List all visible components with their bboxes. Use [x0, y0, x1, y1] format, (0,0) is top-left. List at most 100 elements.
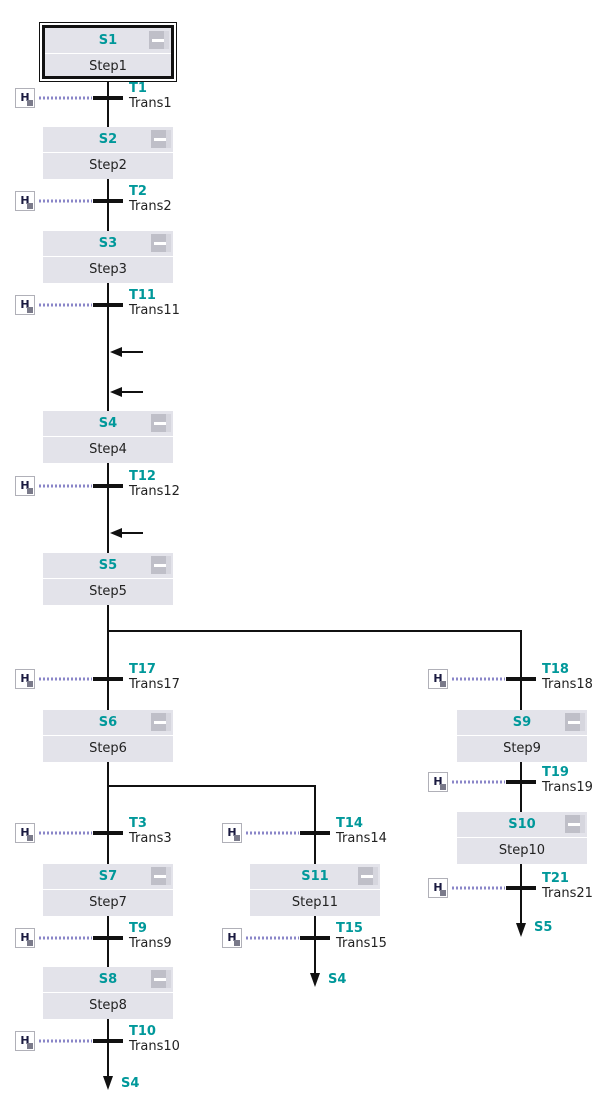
transition-condition-icon[interactable]: H — [15, 295, 35, 315]
transition-condition-icon[interactable]: H — [428, 772, 448, 792]
action-icon[interactable] — [151, 713, 171, 731]
transition-number: T2 — [129, 184, 147, 199]
transition-condition-icon[interactable]: H — [428, 669, 448, 689]
transition-condition-icon[interactable]: H — [15, 928, 35, 948]
transition-condition-icon[interactable]: H — [15, 476, 35, 496]
transition-number: T3 — [129, 816, 147, 831]
step-number: S2 — [43, 127, 173, 153]
action-icon[interactable] — [151, 234, 171, 252]
transition-name: Trans1 — [129, 96, 172, 111]
step-name: Step8 — [89, 998, 127, 1013]
transition-name: Trans21 — [542, 886, 593, 901]
step-name: Step7 — [89, 895, 127, 910]
action-icon[interactable] — [151, 970, 171, 988]
action-icon[interactable] — [565, 713, 585, 731]
step-number: S1 — [45, 28, 171, 54]
transition-name: Trans10 — [129, 1039, 180, 1054]
transition-name: Trans17 — [129, 677, 180, 692]
action-icon[interactable] — [151, 556, 171, 574]
step-name: Step3 — [89, 262, 127, 277]
jump-in-arrow-icon — [110, 387, 122, 397]
action-icon[interactable] — [149, 31, 169, 49]
transition-number: T14 — [336, 816, 363, 831]
transition-name: Trans9 — [129, 936, 172, 951]
jump-target[interactable]: S5 — [534, 920, 553, 935]
transition-number: T9 — [129, 921, 147, 936]
transition-name: Trans3 — [129, 831, 172, 846]
step-number: S7 — [43, 864, 173, 890]
action-icon[interactable] — [358, 867, 378, 885]
step-name: Step1 — [89, 59, 127, 74]
jump-in-arrow-icon — [110, 347, 122, 357]
transition-number: T15 — [336, 921, 363, 936]
transition-condition-icon[interactable]: H — [222, 928, 242, 948]
transition-number: T19 — [542, 765, 569, 780]
transition-number: T1 — [129, 81, 147, 96]
transition-number: T21 — [542, 871, 569, 886]
transition-condition-icon[interactable]: H — [428, 878, 448, 898]
transition-name: Trans18 — [542, 677, 593, 692]
action-icon[interactable] — [151, 414, 171, 432]
action-icon[interactable] — [151, 867, 171, 885]
transition-number: T17 — [129, 662, 156, 677]
jump-target[interactable]: S4 — [121, 1076, 140, 1091]
step-number: S11 — [250, 864, 380, 890]
step-number: S9 — [457, 710, 587, 736]
step-number: S5 — [43, 553, 173, 579]
transition-number: T12 — [129, 469, 156, 484]
transition-condition-icon[interactable]: H — [15, 88, 35, 108]
transition-name: Trans14 — [336, 831, 387, 846]
transition-name: Trans19 — [542, 780, 593, 795]
step-number: S10 — [457, 812, 587, 838]
step-name: Step4 — [89, 442, 127, 457]
jump-in-arrow-icon — [110, 528, 122, 538]
transition-number: T11 — [129, 288, 156, 303]
jump-arrow-icon — [516, 923, 526, 937]
transition-number: T18 — [542, 662, 569, 677]
jump-arrow-icon — [103, 1076, 113, 1090]
action-icon[interactable] — [151, 130, 171, 148]
action-icon[interactable] — [565, 815, 585, 833]
transition-condition-icon[interactable]: H — [222, 823, 242, 843]
transition-name: Trans12 — [129, 484, 180, 499]
step-name: Step11 — [291, 895, 339, 910]
jump-target[interactable]: S4 — [328, 972, 347, 987]
step-name: Step9 — [503, 741, 541, 756]
transition-condition-icon[interactable]: H — [15, 1031, 35, 1051]
transition-condition-icon[interactable]: H — [15, 823, 35, 843]
step-number: S6 — [43, 710, 173, 736]
jump-arrow-icon — [310, 973, 320, 987]
step-name: Step2 — [89, 158, 127, 173]
step-number: S3 — [43, 231, 173, 257]
transition-condition-icon[interactable]: H — [15, 191, 35, 211]
step-name: Step10 — [498, 843, 546, 858]
transition-condition-icon[interactable]: H — [15, 669, 35, 689]
transition-name: Trans15 — [336, 936, 387, 951]
step-name: Step6 — [89, 741, 127, 756]
step-name: Step5 — [89, 584, 127, 599]
